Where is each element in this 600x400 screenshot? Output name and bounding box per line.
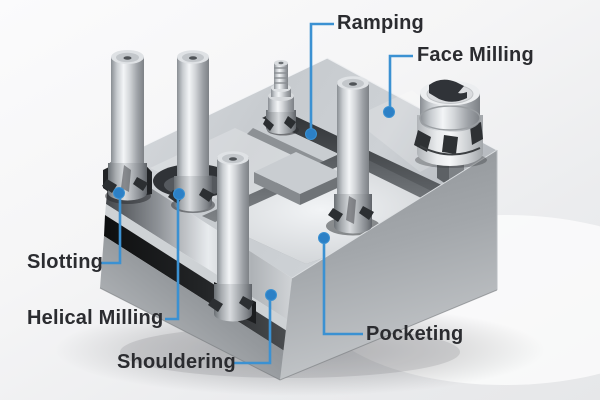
label-face-milling: Face Milling bbox=[417, 44, 534, 66]
label-shouldering: Shouldering bbox=[117, 351, 236, 373]
callout-dot-pocketing bbox=[318, 232, 330, 244]
right-face bbox=[280, 150, 497, 380]
callout-dot-ramping bbox=[305, 128, 317, 140]
pocket-island bbox=[254, 152, 344, 205]
base-left-face bbox=[100, 236, 286, 380]
leader-face-milling bbox=[388, 54, 413, 108]
label-ramping: Ramping bbox=[337, 12, 424, 34]
callout-dot-face-milling bbox=[383, 106, 395, 118]
face-mill-cutter bbox=[414, 79, 487, 168]
callout-dot-slotting bbox=[113, 187, 125, 199]
leader-pocketing bbox=[322, 243, 363, 336]
leader-shouldering bbox=[233, 299, 272, 365]
drive-slot bbox=[429, 79, 467, 102]
pocket-end-mill bbox=[328, 76, 374, 234]
leader-helical-milling bbox=[165, 198, 180, 321]
label-slotting: Slotting bbox=[27, 251, 104, 273]
leader-slotting bbox=[101, 197, 122, 265]
label-helical-milling: Helical Milling bbox=[27, 307, 164, 329]
helical-milling-tool bbox=[168, 50, 215, 213]
slotting-tool bbox=[102, 50, 151, 204]
label-pocketing: Pocketing bbox=[366, 323, 464, 345]
shouldering-tool bbox=[208, 151, 256, 324]
ramping-tool bbox=[263, 60, 299, 136]
callouts bbox=[101, 22, 413, 365]
callout-dot-helical-milling bbox=[173, 188, 185, 200]
callout-dot-shouldering bbox=[265, 289, 277, 301]
leader-ramping bbox=[309, 22, 334, 130]
